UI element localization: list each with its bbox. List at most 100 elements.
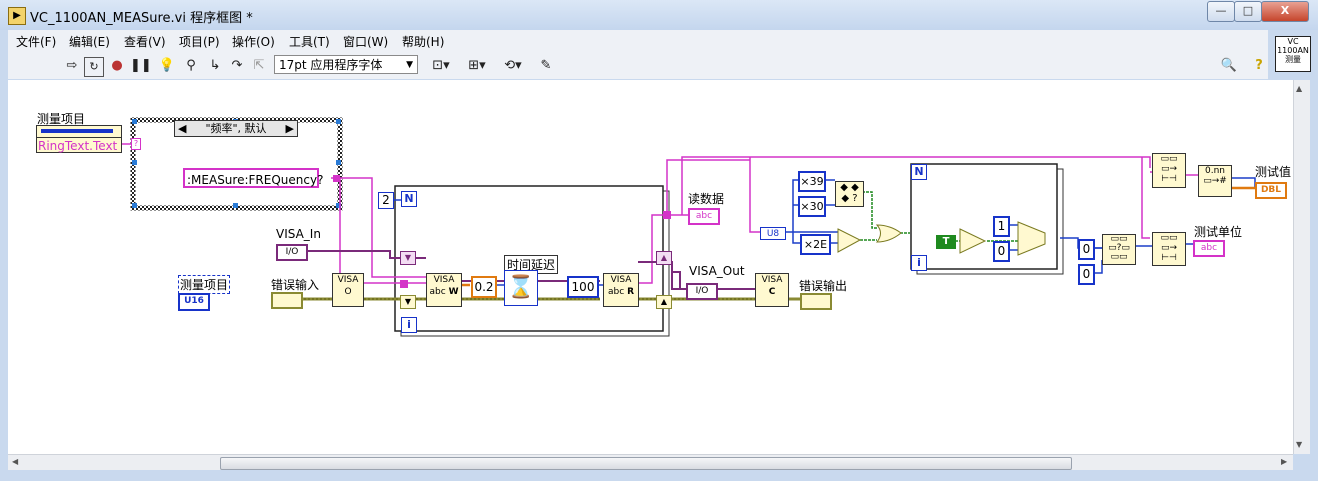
visa-read-abc: abc [608, 287, 625, 297]
case-selector[interactable]: ◀ "频率", 默认 ▶ [174, 120, 298, 137]
read-count-constant[interactable]: 100 [567, 276, 599, 298]
visa-out-label: VISA_Out [689, 264, 745, 278]
char-30-constant[interactable]: ×30 [798, 196, 826, 217]
equal-compare-node [837, 228, 862, 253]
close-button[interactable]: X [1261, 1, 1309, 22]
menu-file[interactable]: 文件(F) [16, 35, 57, 49]
or-gate-node [875, 224, 902, 243]
const-0-c[interactable]: 0 [1078, 264, 1095, 285]
retain-wire-values-icon[interactable]: ⚲ [186, 58, 196, 73]
read-data-label: 读数据 [688, 192, 725, 206]
shift-register-right: ▲ [656, 251, 672, 265]
true-constant[interactable]: T [936, 235, 956, 249]
vertical-scrollbar[interactable] [1293, 80, 1310, 454]
shift-register-right-error: ▲ [656, 295, 672, 309]
test-value-indicator[interactable]: DBL [1255, 182, 1287, 199]
char-2e-constant[interactable]: ×2E [800, 234, 831, 255]
pause-icon[interactable]: ❚❚ [130, 58, 152, 73]
toolbar [8, 52, 1268, 79]
search-icon[interactable]: 🔍 [1220, 58, 1238, 73]
visa-out-indicator[interactable]: I/O [686, 283, 718, 300]
string-subset-node[interactable]: ▭▭▭?▭▭▭ [1102, 234, 1136, 265]
case-tunnel [333, 175, 340, 182]
frac-exp-string-to-number-node[interactable]: 0.nn▭→# [1198, 165, 1232, 197]
distribute-objects-icon[interactable]: ⊞▾ [468, 58, 486, 73]
property-node-text: RingText.Text [38, 139, 118, 153]
chevron-down-icon: ▼ [406, 60, 413, 70]
font-select-value: 17pt 应用程序字体 [279, 58, 383, 72]
horizontal-scroll-thumb[interactable] [220, 457, 1072, 470]
command-string-constant[interactable]: :MEASure:FREQuency? [183, 168, 323, 188]
align-objects-icon[interactable]: ⊡▾ [432, 58, 450, 73]
vi-icon[interactable]: VC 1100AN 测量 [1275, 36, 1311, 72]
visa-in-terminal[interactable]: I/O [276, 244, 308, 261]
visa-close-node[interactable]: VISA C [755, 273, 789, 307]
highlight-execution-icon[interactable]: 💡 [158, 58, 176, 73]
menu-edit[interactable]: 编辑(E) [69, 35, 110, 49]
loop-count-constant[interactable]: 2 [378, 192, 394, 209]
equal-compare-node-2 [959, 228, 987, 254]
menu-project[interactable]: 项目(P) [179, 35, 220, 49]
visa-close-mode: C [768, 287, 776, 297]
menu-bar [8, 30, 1268, 52]
menu-window[interactable]: 窗口(W) [343, 35, 389, 49]
scroll-down-icon[interactable]: ▼ [1296, 440, 1303, 449]
abort-icon[interactable]: ● [111, 58, 123, 73]
char-39-value: 39 [809, 175, 824, 188]
case-next-icon[interactable]: ▶ [285, 122, 294, 135]
u16-terminal[interactable]: U16 [178, 293, 210, 311]
error-out-indicator[interactable] [800, 293, 832, 310]
menu-tools[interactable]: 工具(T) [289, 35, 330, 49]
char-30-value: 30 [809, 200, 824, 213]
measure-item-label-2: 测量项目 [178, 275, 231, 294]
const-0-b[interactable]: 0 [1078, 239, 1095, 260]
inner-loop-iteration-terminal: i [911, 255, 927, 271]
hourglass-icon[interactable]: ⌛ [504, 270, 538, 306]
delay-constant[interactable]: 0.2 [471, 276, 497, 298]
step-out-icon[interactable]: ⇱ [253, 58, 265, 73]
loop-iteration-terminal: i [401, 317, 417, 333]
const-0[interactable]: 0 [993, 241, 1010, 262]
read-data-indicator[interactable]: abc [688, 208, 720, 225]
case-selector-terminal: ? [131, 138, 141, 150]
scroll-up-icon[interactable]: ▲ [1296, 84, 1303, 93]
window-title: VC_1100AN_MEASure.vi 程序框图 * [30, 11, 253, 26]
inner-loop-count-terminal: N [911, 164, 927, 180]
visa-open-text: VISA [337, 275, 359, 285]
case-prev-icon[interactable]: ◀ [178, 122, 187, 135]
test-unit-indicator[interactable]: abc [1193, 240, 1225, 257]
scroll-left-icon[interactable]: ◀ [12, 457, 19, 466]
split-string-node[interactable]: ▭▭▭→⊢⊣ [1152, 153, 1186, 188]
menu-operate[interactable]: 操作(O) [232, 35, 275, 49]
menu-help[interactable]: 帮助(H) [402, 35, 445, 49]
run-arrow-icon[interactable]: ⇨ [66, 58, 78, 73]
step-over-icon[interactable]: ↷ [231, 58, 243, 73]
context-help-icon[interactable]: ? [1255, 58, 1263, 73]
menu-view[interactable]: 查看(V) [124, 35, 166, 49]
vi-icon-line1: VC [1287, 37, 1299, 46]
property-node[interactable]: RingText.Text [36, 137, 122, 153]
scroll-right-icon[interactable]: ▶ [1281, 457, 1288, 466]
labview-app-icon: ▶ [8, 7, 26, 25]
const-1[interactable]: 1 [993, 216, 1010, 237]
case-selector-label: "频率", 默认 [205, 122, 267, 135]
visa-close-text: VISA [761, 275, 783, 285]
vi-icon-line2: 1100AN [1277, 46, 1309, 55]
in-range-node[interactable]: ◆ ◆◆ ? [835, 181, 864, 207]
run-continuously-icon[interactable]: ↻ [84, 57, 104, 77]
loop-output-tunnel [663, 211, 671, 219]
cleanup-diagram-icon[interactable]: ✎ [540, 58, 552, 73]
loop-count-terminal: N [401, 191, 417, 207]
split-string-node-2[interactable]: ▭▭▭→⊢⊣ [1152, 232, 1186, 266]
status-bar [0, 470, 1318, 481]
font-select[interactable]: 17pt 应用程序字体 ▼ [274, 55, 418, 74]
string-to-u8-node[interactable]: U8 [760, 227, 786, 240]
char-39-constant[interactable]: ×39 [798, 171, 826, 192]
error-in-terminal[interactable] [271, 292, 303, 309]
step-into-icon[interactable]: ↳ [209, 58, 221, 73]
reorder-icon[interactable]: ⟲▾ [504, 58, 522, 73]
test-value-label: 测试值 [1255, 165, 1292, 179]
